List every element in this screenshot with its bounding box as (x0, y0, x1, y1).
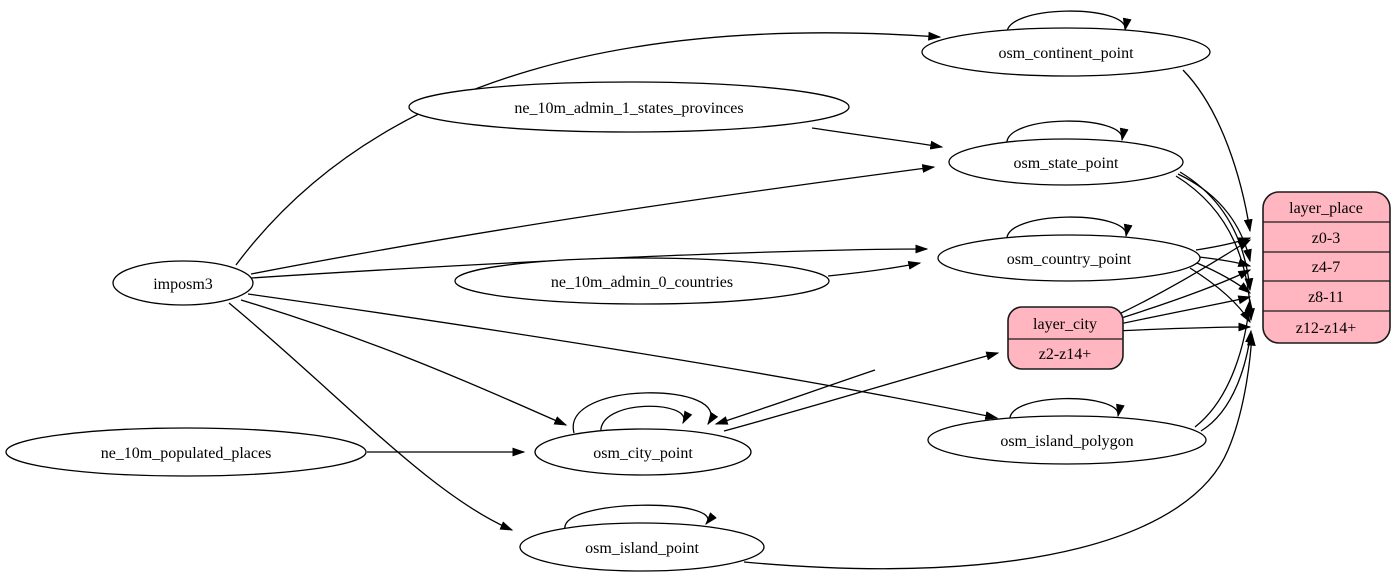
node-osm_island_polygon: osm_island_polygon (927, 415, 1207, 465)
edge-osm_island_polygon-layer_place-z8-11 (1194, 298, 1254, 428)
node-osm_continent_point: osm_continent_point (921, 27, 1211, 77)
edge-osm_island_point-layer_place-z12 (743, 332, 1256, 570)
node-ne_10m_populated_places-label: ne_10m_populated_places (101, 445, 272, 462)
edge-layer_city-layer_place-z12 (1114, 322, 1252, 332)
record-layer_place-shape (1262, 191, 1391, 344)
record-layer_city-title: layer_city (1033, 316, 1097, 333)
node-osm_state_point: osm_state_point (948, 138, 1184, 186)
self-loop-osm_city_point-inner (600, 405, 693, 435)
node-osm_country_point-shape (937, 234, 1201, 282)
record-layer_place-row-z4-7: z4-7 (1312, 259, 1340, 276)
node-ne_10m_admin_1_states_provinces-shape (408, 81, 850, 133)
node-ne_10m_admin_0_countries: ne_10m_admin_0_countries (454, 257, 830, 305)
edge-osm_country_point-layer_place-z0-3 (1195, 237, 1252, 251)
node-ne_10m_populated_places: ne_10m_populated_places (5, 427, 367, 477)
node-osm_island_point-label: osm_island_point (585, 540, 699, 557)
self-loop-osm_state_point (1006, 120, 1129, 146)
self-loop-osm_continent_point (1006, 10, 1132, 36)
edge-ne_10m_admin_0_countries-osm_country_point (827, 260, 922, 277)
edge-osm_country_point-layer_place-z4-7 (1198, 256, 1252, 267)
self-loop-osm_city_point-outer (572, 392, 719, 434)
edge-imposm3-osm_island_point (228, 302, 514, 531)
node-ne_10m_admin_1_states_provinces-label: ne_10m_admin_1_states_provinces (514, 100, 743, 117)
self-loop-osm_country_point (1006, 216, 1133, 242)
record-layer_place-row-z12-z14: z12-z14+ (1296, 320, 1357, 337)
edge-imposm3-osm_state_point (250, 164, 936, 275)
record-layer_place: layer_place z0-3 z4-7 z8-11 z12-z14+ (1262, 191, 1391, 344)
edge-update-osm_city_point (714, 369, 876, 425)
node-osm_island_polygon-label: osm_island_polygon (1000, 433, 1133, 450)
node-ne_10m_admin_0_countries-label: ne_10m_admin_0_countries (551, 274, 733, 291)
edge-osm_country_point-layer_place-z12 (1189, 267, 1251, 324)
edge-imposm3-osm_city_point (240, 299, 568, 426)
edge-osm_continent_point-layer_place-z0-3 (1182, 69, 1253, 233)
record-layer_city-row-z2-z14: z2-z14+ (1039, 346, 1092, 363)
node-ne_10m_populated_places-shape (5, 427, 367, 477)
edge-imposm3-osm_continent_point (235, 31, 942, 266)
node-osm_city_point-label: osm_city_point (593, 445, 693, 462)
record-layer_city-shape (1007, 306, 1124, 370)
record-layer_place-title: layer_place (1289, 200, 1363, 217)
self-loop-osm_island_polygon (1009, 397, 1125, 422)
edge-layer_city-layer_place-z8-11 (1114, 295, 1252, 326)
node-osm_country_point-label: osm_country_point (1007, 251, 1132, 268)
edge-osm_state_point-layer_place-z4-7 (1177, 173, 1252, 263)
self-loop-osm_island_point (564, 504, 717, 531)
edge-layer_city-layer_place-z4-7 (1114, 269, 1252, 321)
node-osm_city_point: osm_city_point (534, 428, 752, 476)
edges-layer (228, 10, 1256, 570)
node-imposm3-label: imposm3 (153, 276, 213, 293)
record-layer_place-row-z0-3: z0-3 (1312, 230, 1340, 247)
edge-osm_island_polygon-layer_place-z12 (1200, 329, 1254, 432)
node-osm_island_point-shape (519, 522, 765, 572)
node-ne_10m_admin_0_countries-shape (454, 257, 830, 305)
node-osm_continent_point-shape (921, 27, 1211, 77)
node-osm_state_point-label: osm_state_point (1014, 155, 1119, 172)
node-imposm3-shape (112, 260, 254, 306)
node-osm_island_point: osm_island_point (519, 522, 765, 572)
node-osm_continent_point-label: osm_continent_point (998, 45, 1134, 62)
edge-ne_10m_admin_1_states_provinces-osm_state_point (811, 127, 944, 150)
node-osm_island_polygon-shape (927, 415, 1207, 465)
node-imposm3: imposm3 (112, 260, 254, 306)
record-layer_place-row-z8-11: z8-11 (1308, 289, 1344, 306)
node-ne_10m_admin_1_states_provinces: ne_10m_admin_1_states_provinces (408, 81, 850, 133)
record-layer_city: layer_city z2-z14+ (1007, 306, 1124, 370)
edge-layer_city-layer_place-z0-3 (1114, 239, 1252, 317)
node-osm_state_point-shape (948, 138, 1184, 186)
edge-osm_city_point-layer_city (723, 351, 1000, 432)
edge-imposm3-osm_island_polygon (247, 293, 999, 420)
node-osm_city_point-shape (534, 428, 752, 476)
node-osm_country_point: osm_country_point (937, 234, 1201, 282)
edge-imposm3-osm_country_point (250, 244, 929, 279)
